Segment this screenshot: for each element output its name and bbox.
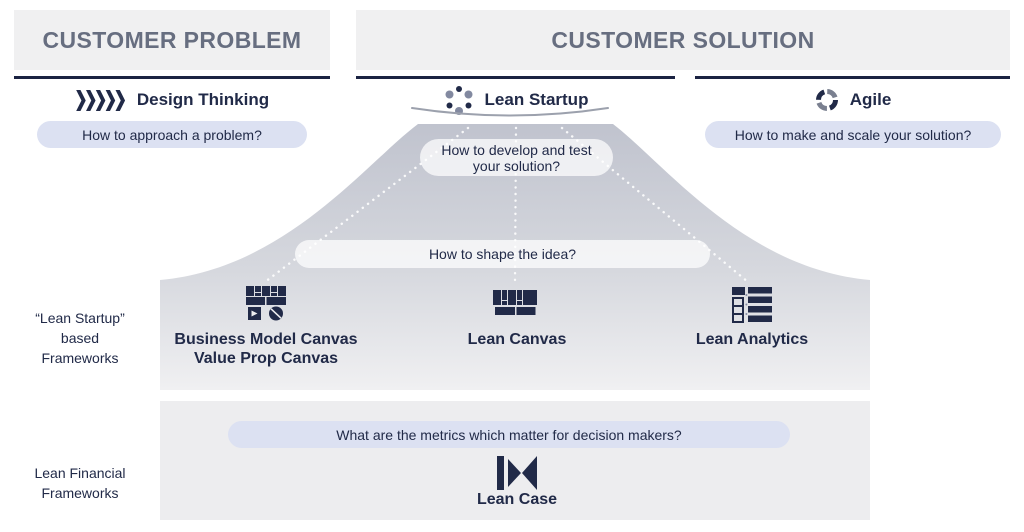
- row-label-line: Lean Financial: [34, 465, 126, 481]
- business-model-canvas-label: Business Model Canvas Value Prop Canvas: [116, 330, 416, 368]
- solution-underline-left: [356, 76, 675, 79]
- customer-solution-title: CUSTOMER SOLUTION: [551, 26, 815, 53]
- solution-underline-right: [695, 76, 1010, 79]
- shape-idea-question: How to shape the idea?: [428, 246, 577, 262]
- lean-startup-arc: [411, 107, 609, 117]
- method-agile: Agile: [695, 85, 1010, 115]
- customer-solution-header: CUSTOMER SOLUTION: [356, 10, 1010, 70]
- agile-question: How to make and scale your solution?: [734, 126, 972, 143]
- problem-underline: [14, 76, 330, 79]
- row-label-line: Frameworks: [41, 485, 119, 501]
- design-thinking-label: Design Thinking: [136, 90, 270, 109]
- bmc-label-line1: Business Model Canvas: [174, 331, 358, 348]
- design-thinking-chevrons-icon: [75, 89, 127, 111]
- lean-startup-label: Lean Startup: [484, 90, 589, 109]
- design-thinking-question-pill: How to approach a problem?: [37, 121, 307, 148]
- business-model-canvas-icon: [243, 285, 289, 322]
- agile-label: Agile: [849, 90, 892, 109]
- lean-canvas-icon: [492, 289, 538, 316]
- agile-cycle-icon: [814, 87, 840, 113]
- lean-startup-based-row-label: “Lean Startup” based Frameworks: [5, 308, 155, 368]
- lean-canvas-label: Lean Canvas: [417, 330, 617, 349]
- lean-analytics-label: Lean Analytics: [652, 330, 852, 349]
- lean-case-label-text: Lean Case: [476, 491, 558, 508]
- lean-case-icon: [497, 456, 537, 490]
- row-label-line: “Lean Startup”: [35, 310, 125, 326]
- lean-analytics-icon: [731, 286, 773, 324]
- bmc-label-line2: Value Prop Canvas: [193, 350, 339, 367]
- shape-idea-question-pill: How to shape the idea?: [295, 240, 710, 268]
- customer-problem-title: CUSTOMER PROBLEM: [42, 26, 302, 53]
- row-label-line: based: [60, 330, 100, 346]
- lean-case-label: Lean Case: [417, 490, 617, 509]
- metrics-question: What are the metrics which matter for de…: [336, 426, 682, 443]
- lean-startup-question-line2: your solution?: [472, 157, 561, 174]
- lean-canvas-label-text: Lean Canvas: [467, 331, 567, 348]
- method-design-thinking: Design Thinking: [14, 85, 330, 115]
- agile-question-pill: How to make and scale your solution?: [705, 121, 1001, 148]
- design-thinking-question: How to approach a problem?: [82, 126, 262, 143]
- row-label-line: Frameworks: [41, 350, 119, 366]
- method-lean-startup: Lean Startup: [356, 85, 675, 115]
- lean-financial-row-label: Lean Financial Frameworks: [5, 463, 155, 503]
- lean-analytics-label-text: Lean Analytics: [695, 331, 809, 348]
- metrics-question-pill: What are the metrics which matter for de…: [228, 421, 790, 448]
- lean-startup-question-line1: How to develop and test: [441, 141, 592, 158]
- lean-startup-question-pill: How to develop and test your solution?: [420, 139, 613, 176]
- customer-problem-header: CUSTOMER PROBLEM: [14, 10, 330, 70]
- lean-financial-band: [160, 401, 870, 520]
